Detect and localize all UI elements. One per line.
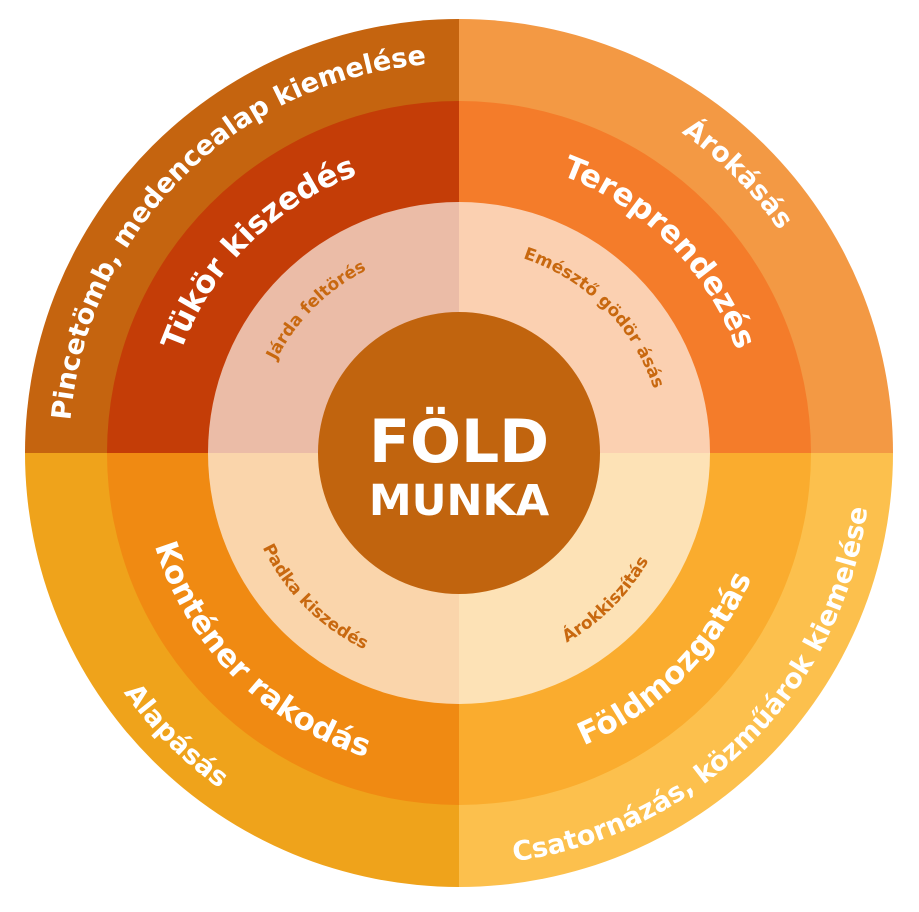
- center-circle: [318, 312, 600, 594]
- center-title-line1: FÖLD: [369, 406, 549, 477]
- center-hub: FÖLD MUNKA: [318, 312, 600, 594]
- center-title-line2: MUNKA: [369, 476, 550, 526]
